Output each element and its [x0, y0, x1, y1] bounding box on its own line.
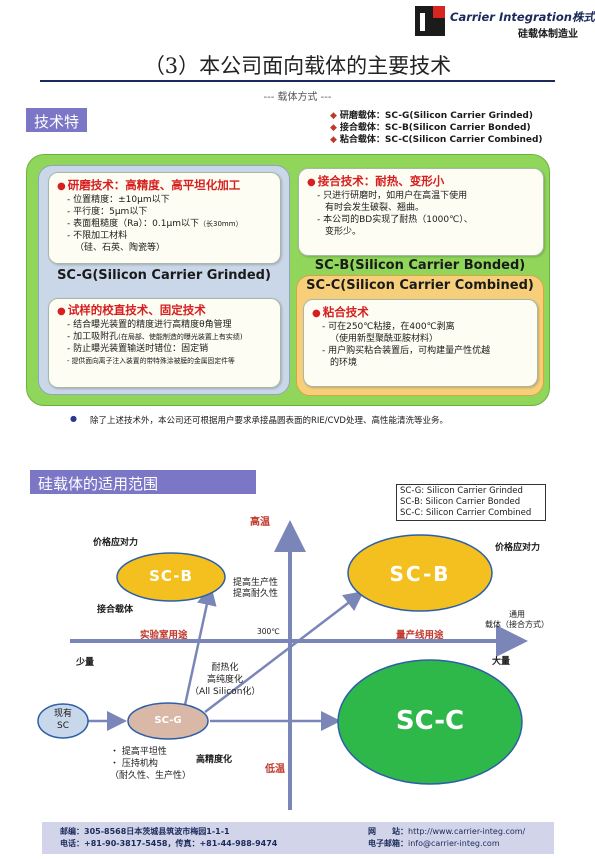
- card-line: - 加工吸附孔(在局部、使能制造的曝光装置上有实绩): [67, 332, 243, 342]
- card-heading: ●试样的校直技术、固定技术: [57, 303, 206, 317]
- service-note: 除了上述技术外，本公司还可根据用户要求承接晶圆表面的RIE/CVD处理、高性能清…: [90, 416, 448, 426]
- footer-email[interactable]: 电子邮箱：info@carrier-integ.com: [368, 839, 500, 848]
- bond-carrier-label: 接合载体: [97, 605, 134, 615]
- company-name: Carrier Integration株式会社: [450, 10, 595, 24]
- section-tag-features: 技术特: [26, 108, 88, 132]
- improve-label: 提高生产性提高耐久性: [233, 578, 279, 599]
- card-heading: ●研磨技术：高精度、高平坦化加工: [57, 178, 241, 192]
- price-stress-right: 价格应对力: [495, 543, 541, 553]
- scope-legend: SC-G: Silicon Carrier Grinded SC-B: Sili…: [396, 484, 546, 521]
- adhesive-tech-card: ●粘合技术 - 可在250℃粘接，在400℃剥离 （使用新型聚酰亚胺材料） - …: [303, 299, 538, 387]
- scc-label-diagram: SC-C: [395, 706, 465, 736]
- scg-label: SC-G(Silicon Carrier Grinded): [57, 268, 271, 283]
- axis-low-temp: 低温: [265, 764, 285, 775]
- card-heading: ●接合技术：耐热、变形小: [307, 174, 445, 188]
- legend-item: ◆研磨载体：SC-G(Silicon Carrier Grinded): [330, 111, 533, 121]
- carrier-legend: ◆研磨载体：SC-G(Silicon Carrier Grinded) ◆接合载…: [330, 110, 543, 146]
- axis-high-temp: 高温: [250, 517, 270, 528]
- company-subtitle: 硅载体制造业: [518, 29, 578, 40]
- axis-low-volume: 少量: [76, 658, 95, 668]
- scb-small-label: SC-B: [149, 567, 193, 585]
- arrow-scg-to-scb-big: [204, 590, 364, 713]
- existing-sc-ellipse: [37, 703, 89, 739]
- mass-use-label: 量产线用途: [396, 630, 444, 641]
- legend-item: SC-B: Silicon Carrier Bonded: [400, 497, 521, 507]
- temp-300-label: 300℃: [257, 627, 280, 636]
- footer-phone: 电话：+81-90-3817-5458，传真：+81-44-988-9474: [60, 839, 278, 848]
- high-precision-label: 高精度化: [196, 755, 233, 765]
- legend-item: ◆接合载体：SC-B(Silicon Carrier Bonded): [330, 123, 531, 133]
- scg-ellipse: [127, 702, 209, 740]
- scb-big-ellipse: [347, 534, 493, 612]
- section-tag-scope: 硅载体的适用范围: [30, 470, 256, 494]
- company-logo: [415, 6, 445, 36]
- scb-big-label: SC-B: [389, 562, 451, 586]
- axis-high-volume: 大量: [492, 657, 511, 667]
- bullet-icon: ●: [70, 414, 77, 423]
- grinding-tech-card: ●研磨技术：高精度、高平坦化加工 - 位置精度：±10μm以下 - 平行度：5μ…: [48, 172, 281, 264]
- scc-ellipse: [337, 659, 523, 785]
- card-line: （硅、石英、陶瓷等）: [75, 243, 166, 253]
- scb-small-ellipse: [116, 552, 226, 602]
- legend-item: SC-C: Silicon Carrier Combined: [400, 508, 532, 518]
- footer-address: 邮编：305-8568日本茨城县筑波市梅园1-1-1: [60, 827, 230, 836]
- card-line: 变形少。: [325, 227, 362, 237]
- card-line: （使用新型聚酰亚胺材料）: [330, 334, 439, 344]
- card-line: - 平行度：5μm以下: [67, 207, 148, 217]
- card-line: - 只进行研磨时，如用户在高温下使用: [317, 191, 468, 201]
- footer: [42, 822, 554, 854]
- calibration-tech-card: ●试样的校直技术、固定技术 - 结合曝光装置的精度进行高精度θ角管理 - 加工吸…: [48, 298, 281, 388]
- card-line: - 用户购买粘合装置后，可构建量产性优越: [322, 346, 491, 356]
- card-line: - 结合曝光装置的精度进行高精度θ角管理: [67, 320, 232, 330]
- footer-web[interactable]: 网 站：http://www.carrier-integ.com/: [368, 827, 526, 836]
- card-line: - 表面粗糙度（Ra）：0.1μm以下（长30mm）: [67, 219, 243, 229]
- card-line: 的环境: [330, 358, 358, 368]
- flatness-label: ・ 提高平坦性・ 压持机构（耐久性、生产性）: [110, 747, 192, 781]
- scc-label: SC-C(Silicon Carrier Combined): [306, 278, 534, 293]
- card-line: - 提供面向离子注入装置的带特殊涂被膜的金属固定件等: [67, 357, 235, 365]
- arrow-scg-to-scb-small: [183, 585, 217, 706]
- heat-resistance-label: 耐热化高纯度化（All Silicon化）: [190, 663, 261, 697]
- card-heading: ●粘合技术: [312, 305, 369, 319]
- card-line: - 不限加工材料: [67, 231, 128, 241]
- card-line: - 可在250℃粘接，在400℃剥离: [322, 322, 455, 332]
- card-line: 有时会发生破裂、翘曲。: [325, 203, 425, 213]
- card-line: - 位置精度：±10μm以下: [67, 195, 170, 205]
- bonding-tech-card: ●接合技术：耐热、变形小 - 只进行研磨时，如用户在高温下使用 有时会发生破裂、…: [298, 168, 544, 256]
- page-title: （3）本公司面向载体的主要技术: [143, 54, 452, 78]
- price-stress-left: 价格应对力: [93, 538, 139, 548]
- card-line: - 防止曝光装置输送时错位：固定销: [67, 344, 209, 354]
- page-subtitle: --- 载体方式 ---: [263, 92, 332, 103]
- lab-use-label: 实验室用途: [140, 630, 188, 641]
- legend-item: ◆粘合载体：SC-C(Silicon Carrier Combined): [330, 135, 543, 145]
- scg-label-diagram: SC-G: [154, 715, 182, 726]
- card-line: - 本公司的BD实现了耐热（1000℃）、: [317, 215, 473, 225]
- general-carrier-label: 通用载体（接合方式）: [485, 610, 549, 629]
- scb-label: SC-B(Silicon Carrier Bonded): [314, 258, 526, 273]
- legend-item: SC-G: Silicon Carrier Grinded: [400, 486, 523, 496]
- title-divider: [40, 80, 555, 82]
